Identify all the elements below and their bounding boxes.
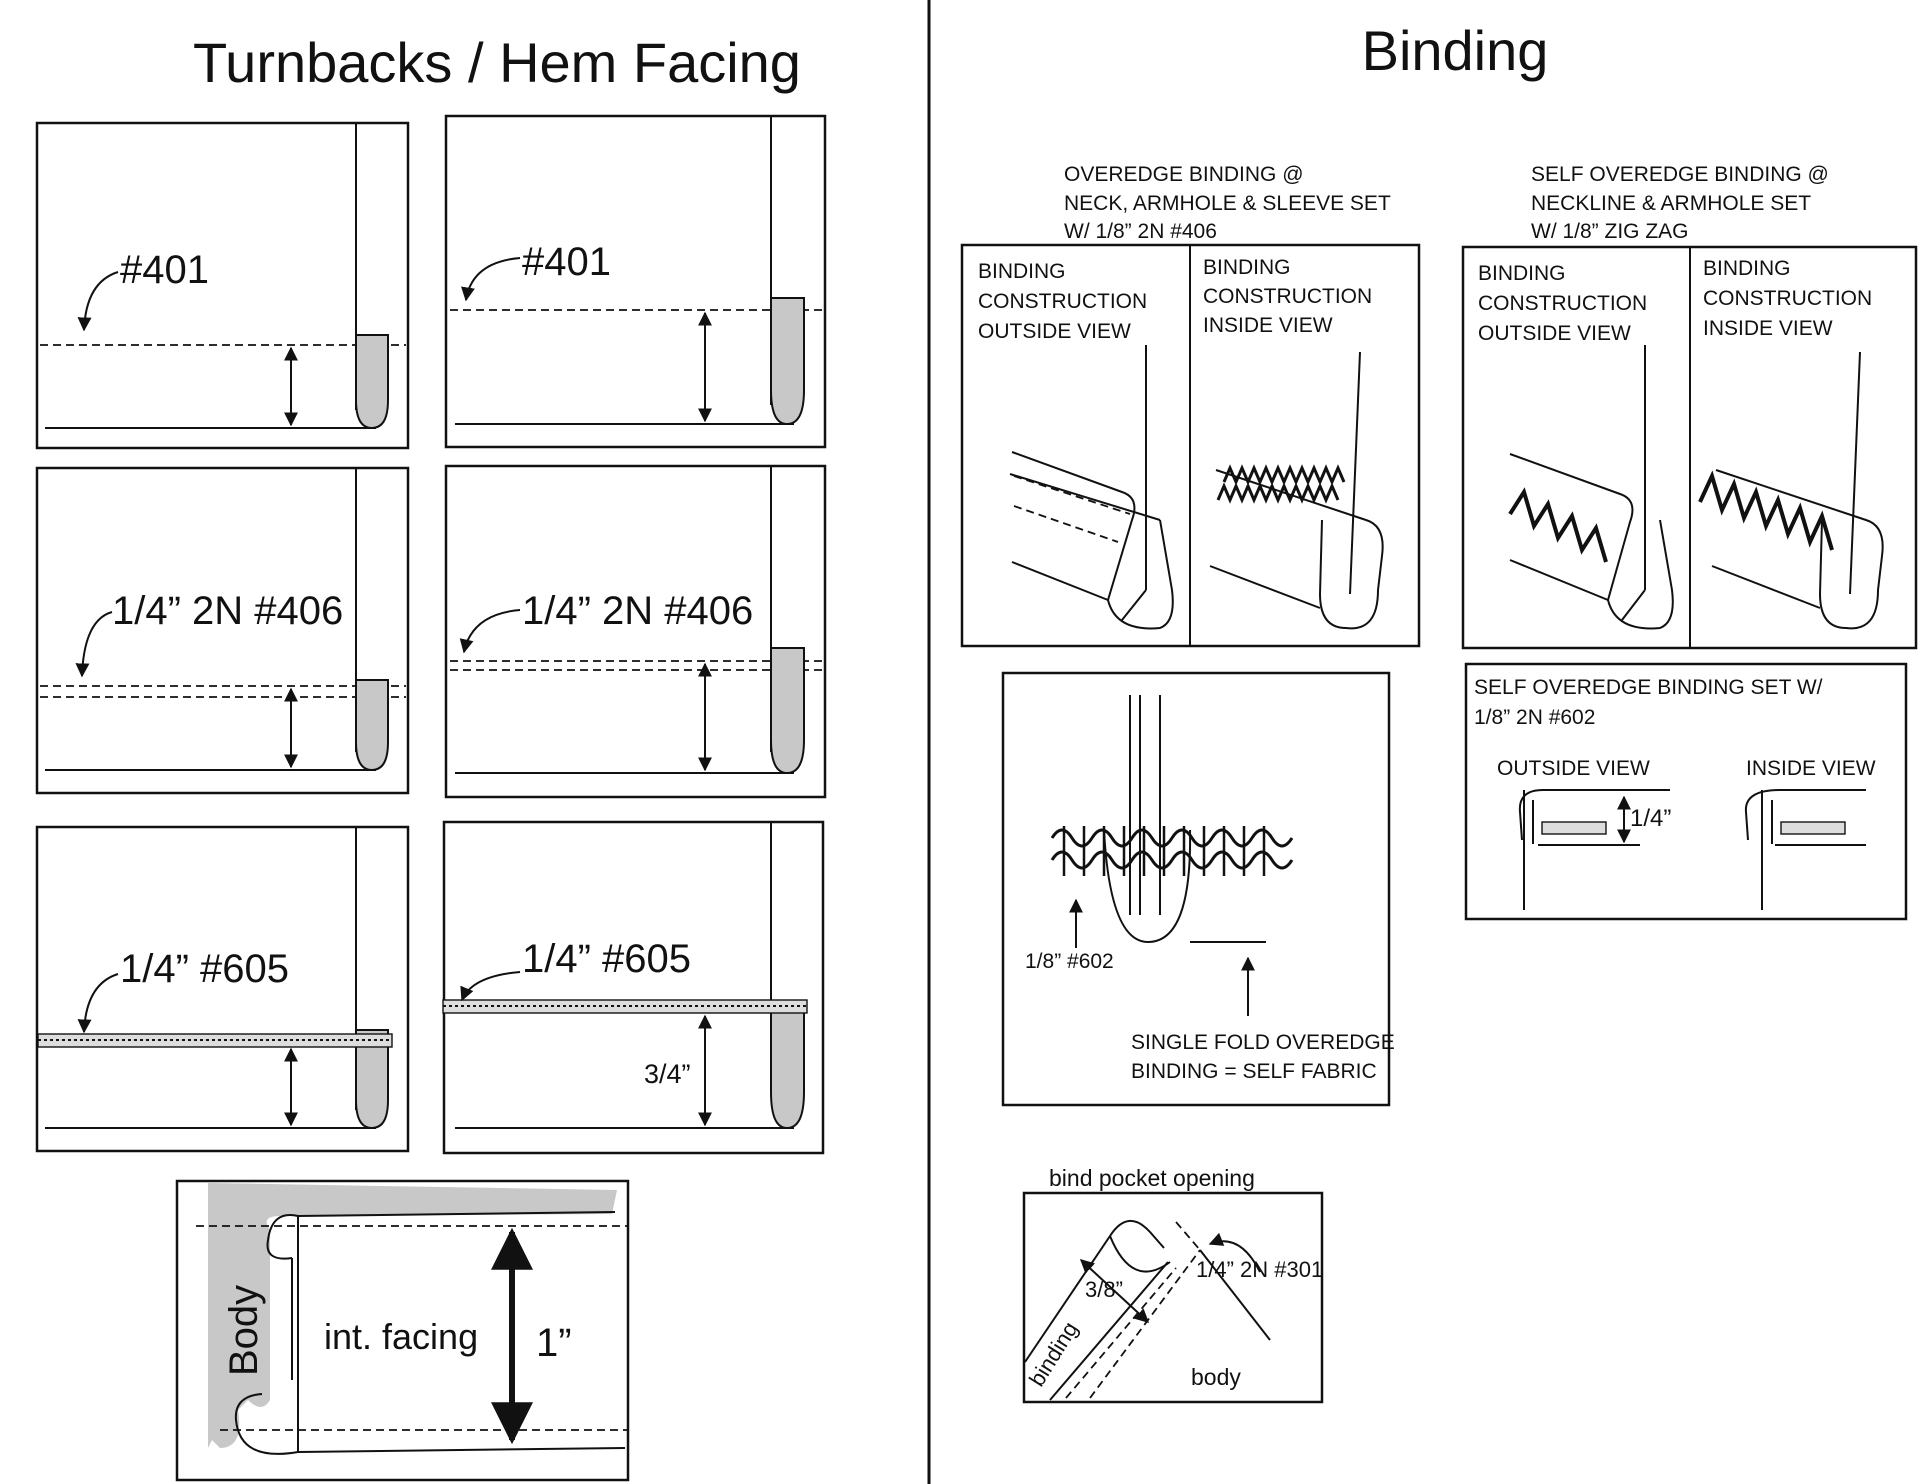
panel-605-a: 1/4” #605 — [35, 825, 410, 1153]
panel-6-label: 1/4” #605 — [522, 937, 691, 981]
single-fold-caption-2: BINDING = SELF FABRIC — [1131, 1060, 1377, 1083]
overedge-outside-2: CONSTRUCTION — [978, 290, 1147, 313]
binding-title: Binding — [1362, 19, 1549, 82]
self-inside-1: BINDING — [1703, 257, 1791, 280]
overedge-caption-3: W/ 1/8” 2N #406 — [1064, 220, 1217, 243]
panel-2-label: #401 — [522, 240, 611, 284]
overedge-inside-1: BINDING — [1203, 256, 1291, 279]
panel-5-label: 1/4” #605 — [120, 947, 289, 991]
set-602-caption-1: SELF OVEREDGE BINDING SET W/ — [1474, 676, 1823, 699]
set-602-caption-2: 1/8” 2N #602 — [1474, 706, 1595, 729]
outside-view-label: OUTSIDE VIEW — [1497, 757, 1650, 780]
panel-406-b: 1/4” 2N #406 — [444, 464, 827, 799]
pocket-title: bind pocket opening — [1049, 1165, 1255, 1191]
single-fold-overedge: 1/8” #602 SINGLE FOLD OVEREDGE BINDING =… — [1001, 671, 1395, 1107]
self-outside-1: BINDING — [1478, 262, 1566, 285]
overedge-caption-1: OVEREDGE BINDING @ — [1064, 163, 1304, 186]
panel-3-label: 1/4” 2N #406 — [112, 589, 343, 633]
overedge-binding: OVEREDGE BINDING @ NECK, ARMHOLE & SLEEV… — [960, 163, 1421, 648]
overedge-inside-3: INSIDE VIEW — [1203, 314, 1333, 337]
self-overedge-binding: SELF OVEREDGE BINDING @ NECKLINE & ARMHO… — [1461, 163, 1918, 650]
bind-pocket-opening: bind pocket opening 1/4” 2N #301 3/8” bi… — [1022, 1165, 1324, 1404]
self-outside-3: OUTSIDE VIEW — [1478, 322, 1631, 345]
self-overedge-602: SELF OVEREDGE BINDING SET W/ 1/8” 2N #60… — [1464, 662, 1908, 921]
single-fold-stitch-label: 1/8” #602 — [1025, 950, 1114, 973]
pocket-stitch-label: 1/4” 2N #301 — [1196, 1257, 1323, 1282]
overedge-outside-1: BINDING — [978, 260, 1066, 283]
set-602-measure: 1/4” — [1630, 805, 1671, 832]
pocket-binding-label: binding — [1024, 1317, 1083, 1390]
body-label: Body — [222, 1285, 266, 1376]
panel-401-a: #401 — [35, 121, 410, 450]
pocket-body-label: body — [1191, 1364, 1241, 1390]
panel-401-b: #401 — [444, 114, 827, 449]
single-fold-caption-1: SINGLE FOLD OVEREDGE — [1131, 1031, 1395, 1054]
panel-605-b: 1/4” #605 3/4” — [442, 820, 825, 1155]
self-caption-2: NECKLINE & ARMHOLE SET — [1531, 192, 1811, 215]
self-caption-1: SELF OVEREDGE BINDING @ — [1531, 163, 1829, 186]
panel-6-measure: 3/4” — [644, 1059, 691, 1089]
panel-406-a: 1/4” 2N #406 — [35, 466, 410, 795]
overedge-outside-3: OUTSIDE VIEW — [978, 320, 1131, 343]
turnbacks-title: Turnbacks / Hem Facing — [193, 31, 801, 94]
overedge-caption-2: NECK, ARMHOLE & SLEEVE SET — [1064, 192, 1391, 215]
panel-1-label: #401 — [120, 248, 209, 292]
hem-facing-detail: Body int. facing 1” — [175, 1179, 630, 1482]
overedge-inside-2: CONSTRUCTION — [1203, 285, 1372, 308]
facing-measure: 1” — [536, 1321, 572, 1365]
panel-4-label: 1/4” 2N #406 — [522, 589, 753, 633]
self-inside-3: INSIDE VIEW — [1703, 317, 1833, 340]
facing-label: int. facing — [324, 1316, 478, 1357]
self-caption-3: W/ 1/8” ZIG ZAG — [1531, 220, 1689, 243]
self-inside-2: CONSTRUCTION — [1703, 287, 1872, 310]
inside-view-label: INSIDE VIEW — [1746, 757, 1876, 780]
self-outside-2: CONSTRUCTION — [1478, 292, 1647, 315]
pocket-measure: 3/8” — [1085, 1277, 1123, 1302]
